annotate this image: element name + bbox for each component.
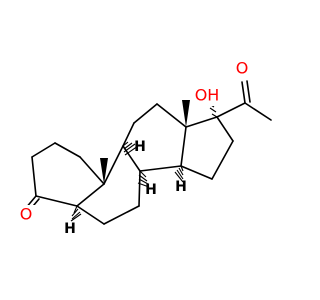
hashed-bond-c14-h — [174, 165, 184, 183]
bond-c10-c1 — [79, 156, 105, 185]
hydrogen-c5-label: H — [64, 221, 76, 237]
bond-c11-c12 — [133, 103, 158, 124]
ring-a — [31, 142, 105, 207]
mask-acetyl-o — [233, 60, 251, 80]
bond-c14-c8 — [139, 165, 182, 172]
structure-canvas: O OH O H H H H — [17, 58, 272, 237]
bond-c4-c5 — [35, 195, 78, 207]
hydrogen-c9-label: H — [134, 139, 146, 155]
hydroxyl-label: OH — [195, 86, 220, 105]
bond-c13-c14 — [180, 126, 187, 167]
bond-c5-c6 — [76, 205, 105, 225]
ring-c — [122, 103, 187, 172]
bond-c20-o-double-a — [241, 81, 246, 104]
bond-c12-c13 — [156, 103, 187, 128]
bond-c7-c8 — [138, 170, 141, 207]
skeletal-structure-diagram: O OH O H H H H — [17, 58, 272, 237]
methyl-c18-wedge — [182, 100, 190, 127]
bond-c13-c17 — [185, 116, 218, 128]
bond-c20-c21 — [244, 102, 272, 121]
bond-c6-c7 — [103, 205, 140, 225]
bond-c16-c15 — [211, 140, 234, 180]
hashed-bond-c9-h — [122, 141, 139, 156]
hydrogen-c14-label: H — [175, 179, 187, 195]
bond-c5-c10 — [76, 183, 105, 207]
bond-c20-o-double-b — [246, 80, 251, 103]
methyl-c19-wedge — [100, 158, 108, 184]
mask-hydroxyl — [193, 86, 221, 106]
acetyl-oxygen-label: O — [236, 59, 249, 78]
hashed-bond-c8-h — [137, 170, 150, 188]
hashed-bond-c5-h — [70, 205, 82, 222]
bond-c9-c10 — [103, 145, 124, 185]
bond-c9-c11 — [122, 122, 135, 147]
bond-c1-c2 — [54, 142, 81, 158]
bond-c2-c3 — [31, 142, 56, 158]
bond-c17-c16 — [216, 116, 234, 142]
bond-c17-c20 — [216, 102, 246, 118]
bond-c15-c14 — [180, 165, 213, 180]
ketone-oxygen-label: O — [20, 205, 33, 224]
ring-b — [76, 145, 141, 225]
ring-d — [180, 116, 234, 180]
bond-c3-c4 — [31, 156, 37, 197]
acetyl-group — [216, 80, 272, 121]
hydrogen-c8-label: H — [145, 182, 157, 198]
mask-ketone-o — [17, 205, 35, 225]
